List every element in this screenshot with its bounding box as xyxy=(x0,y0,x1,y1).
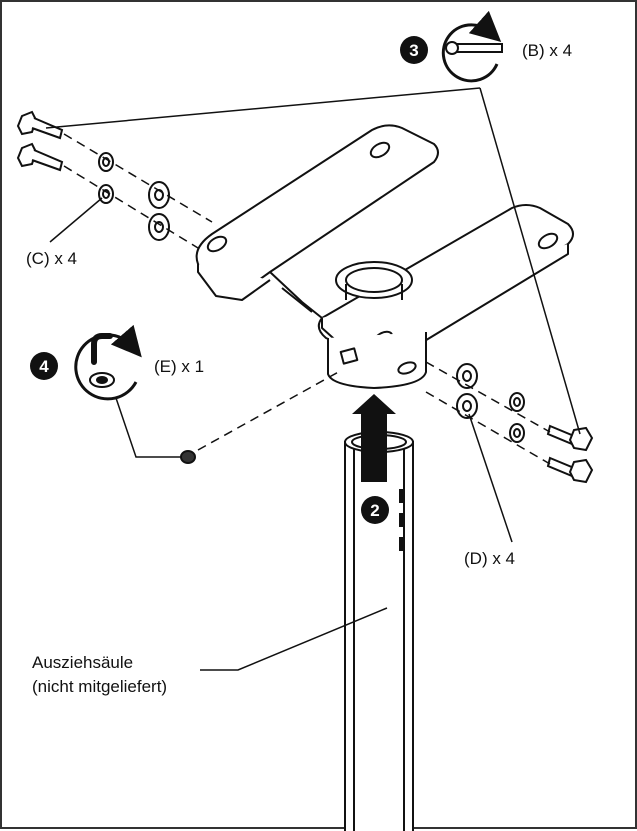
right-dash-lines xyxy=(197,361,551,465)
part-d-label: (D) x 4 xyxy=(464,549,515,568)
step-3-number: 3 xyxy=(409,41,418,60)
part-b-label: (B) x 4 xyxy=(522,41,572,60)
step-2-number: 2 xyxy=(370,501,379,520)
hex-key-tighten-icon xyxy=(74,324,142,401)
left-bolts xyxy=(16,110,64,172)
part-e-label: (E) x 1 xyxy=(154,357,204,376)
washers-d xyxy=(456,363,478,419)
wrench-tighten-icon xyxy=(441,10,503,83)
column-label-line1: Ausziehsäule xyxy=(32,653,133,672)
left-dash-lines xyxy=(63,133,213,249)
step-4-number: 4 xyxy=(39,357,49,376)
part-c-label: (C) x 4 xyxy=(26,249,77,268)
step-3-marker: 3 xyxy=(400,36,428,64)
washers-large-left xyxy=(148,181,170,241)
washers-c xyxy=(98,152,114,204)
step-2-marker: 2 xyxy=(361,496,389,524)
nut-e xyxy=(180,450,196,464)
right-bolts xyxy=(546,424,594,484)
mounting-bracket xyxy=(195,124,574,389)
washers-small-right xyxy=(509,392,525,443)
insert-arrow-icon xyxy=(352,394,396,482)
column-label-line2: (nicht mitgeliefert) xyxy=(32,677,167,696)
leader-lines xyxy=(45,87,581,671)
extension-column xyxy=(344,431,414,831)
step-4-marker: 4 xyxy=(30,352,58,380)
